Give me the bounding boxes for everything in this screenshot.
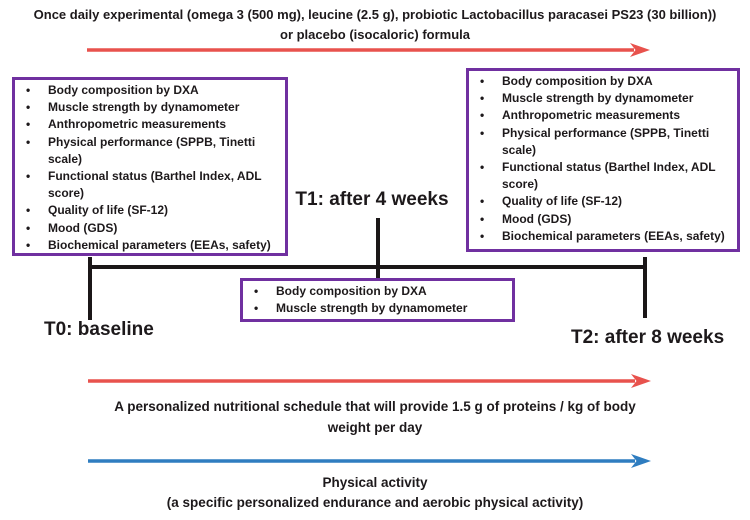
timepoint-t0-label: T0: baseline	[44, 319, 154, 340]
physical-activity-caption-line2: (a specific personalized endurance and a…	[166, 495, 584, 510]
list-item: Muscle strength by dynamometer	[469, 90, 733, 107]
baseline-assessments-box: Body composition by DXA Muscle strength …	[12, 77, 288, 256]
nutrition-caption-line1: A personalized nutritional schedule that…	[114, 399, 636, 414]
arrow-head-icon	[630, 43, 650, 57]
list-item: Physical performance (SPPB, Tinetti scal…	[469, 125, 733, 159]
week4-assessments-box: Body composition by DXA Muscle strength …	[240, 278, 515, 322]
list-item: Body composition by DXA	[469, 73, 733, 90]
list-item: Body composition by DXA	[243, 283, 508, 300]
list-item: Quality of life (SF-12)	[469, 193, 733, 210]
arrow-head-icon	[631, 374, 651, 388]
physical-activity-arrow	[88, 454, 651, 468]
list-item: Anthropometric measurements	[15, 116, 281, 133]
week8-assessments-list: Body composition by DXA Muscle strength …	[469, 71, 737, 245]
baseline-assessments-list: Body composition by DXA Muscle strength …	[15, 80, 285, 254]
list-item: Biochemical parameters (EEAs, safety)	[469, 228, 733, 245]
arrow-head-icon	[631, 454, 651, 468]
list-item: Quality of life (SF-12)	[15, 202, 281, 219]
list-item: Muscle strength by dynamometer	[243, 300, 508, 317]
nutrition-caption-line2: weight per day	[327, 420, 423, 435]
list-item: Mood (GDS)	[469, 211, 733, 228]
physical-activity-caption: Physical activity (a specific personaliz…	[0, 473, 750, 513]
list-item: Functional status (Barthel Index, ADL sc…	[469, 159, 733, 193]
t2-tick	[643, 257, 647, 318]
list-item: Body composition by DXA	[15, 82, 281, 99]
supplement-title-line2: or placebo (isocaloric) formula	[280, 26, 470, 42]
list-item: Muscle strength by dynamometer	[15, 99, 281, 116]
nutrition-period-arrow	[88, 374, 651, 388]
timepoint-t2-label: T2: after 8 weeks	[571, 327, 725, 348]
supplement-title: Once daily experimental (omega 3 (500 mg…	[0, 5, 750, 44]
list-item: Anthropometric measurements	[469, 107, 733, 124]
t1-connector-line	[376, 218, 380, 279]
list-item: Mood (GDS)	[15, 220, 281, 237]
supplement-period-arrow	[87, 43, 650, 57]
list-item: Physical performance (SPPB, Tinetti scal…	[15, 134, 281, 168]
physical-activity-caption-line1: Physical activity	[322, 475, 428, 490]
week4-assessments-list: Body composition by DXA Muscle strength …	[243, 281, 512, 318]
supplement-title-line1: Once daily experimental (omega 3 (500 mg…	[33, 7, 717, 22]
list-item: Functional status (Barthel Index, ADL sc…	[15, 168, 281, 202]
list-item: Biochemical parameters (EEAs, safety)	[15, 237, 281, 254]
timeline-axis	[89, 265, 647, 269]
week8-assessments-box: Body composition by DXA Muscle strength …	[466, 68, 740, 252]
nutrition-caption: A personalized nutritional schedule that…	[0, 396, 750, 438]
timepoint-t1-label: T1: after 4 weeks	[295, 189, 449, 210]
t0-tick	[88, 257, 92, 320]
